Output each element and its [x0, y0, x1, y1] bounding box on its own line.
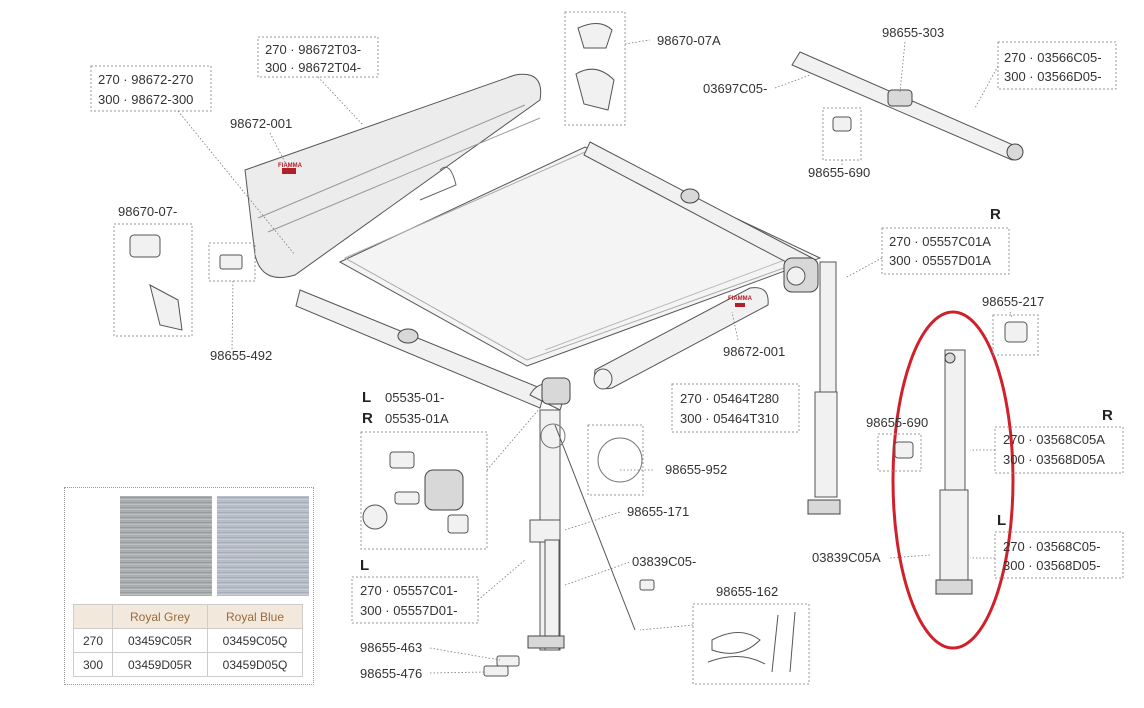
label-03568c05: 270 · 03568C05- [1003, 539, 1101, 554]
cassette-cover-top [244, 73, 542, 278]
table-cell: 03459D05R [112, 652, 208, 677]
table-cell: 03459C05R [112, 628, 208, 653]
side-l-bottom: L [360, 557, 369, 574]
label-03839c05a: 03839C05A [812, 550, 881, 565]
label-98670-07: 98670-07- [118, 204, 177, 219]
label-98655-476: 98655-476 [360, 666, 422, 681]
label-03839c05: 03839C05- [632, 554, 696, 569]
table-header-cell: Royal Blue [207, 604, 303, 629]
front-leg-left [527, 377, 636, 651]
table-header-cell: Royal Grey [112, 604, 208, 629]
side-r-right: R [1102, 407, 1113, 424]
swatch-royal-grey [120, 496, 212, 596]
label-98672-001-mid: 98672-001 [723, 344, 785, 359]
label-98672-270: 270 · 98672-270 [98, 72, 193, 87]
label-03568d05a: 300 · 03568D05A [1003, 452, 1105, 467]
table-cell: 270 [73, 628, 113, 653]
label-98655-171: 98655-171 [627, 504, 689, 519]
side-l-right: L [997, 512, 1006, 529]
table-row: 300 03459D05R 03459D05Q [73, 652, 303, 677]
label-05535-01: 05535-01- [385, 390, 444, 405]
label-98670-07a: 98670-07A [657, 33, 721, 48]
front-leg-right [783, 257, 841, 515]
brand-mark-tube: FIAMMA [728, 296, 753, 302]
part-labels: FIAMMA FIAMMA 98670-07A 98655-303 03697C… [98, 25, 1113, 681]
label-98655-690-mid: 98655-690 [866, 415, 928, 430]
label-98655-492: 98655-492 [210, 348, 272, 363]
side-r-top: R [990, 206, 1001, 223]
table-cell: 03459C05Q [207, 628, 303, 653]
label-03568d05: 300 · 03568D05- [1003, 558, 1101, 573]
label-03697c05: 03697C05- [703, 81, 767, 96]
side-l-mid: L [362, 389, 371, 406]
fabric-codes-table: Royal Grey Royal Blue 270 03459C05R 0345… [73, 604, 303, 677]
table-cell: 03459D05Q [207, 652, 303, 677]
table-row: 270 03459C05R 03459C05Q [73, 628, 303, 653]
label-98655-162: 98655-162 [716, 584, 778, 599]
table-header-cell [73, 604, 113, 629]
roller-tube [593, 287, 769, 390]
label-98655-303: 98655-303 [882, 25, 944, 40]
table-header-row: Royal Grey Royal Blue [73, 604, 303, 629]
label-98655-217: 98655-217 [982, 294, 1044, 309]
label-03566c05: 270 · 03566C05- [1004, 50, 1102, 65]
side-r-mid: R [362, 410, 373, 427]
label-98655-690-top: 98655-690 [808, 165, 870, 180]
leader-lines [177, 39, 1013, 674]
label-05557d01: 300 · 05557D01- [360, 603, 458, 618]
label-05557c01: 270 · 05557C01- [360, 583, 458, 598]
label-98672t03: 270 · 98672T03- [265, 42, 361, 57]
highlight-ellipse [891, 310, 1015, 650]
label-98672t04: 300 · 98672T04- [265, 60, 361, 75]
exploded-leg [935, 349, 973, 595]
label-98655-463: 98655-463 [360, 640, 422, 655]
brand-mark-cover: FIAMMA [278, 163, 303, 169]
label-98655-952: 98655-952 [665, 462, 727, 477]
label-05464t280: 270 · 05464T280 [680, 391, 779, 406]
label-98672-300: 300 · 98672-300 [98, 92, 193, 107]
small-parts [129, 23, 1028, 677]
label-03566d05: 300 · 03566D05- [1004, 69, 1102, 84]
label-98672-001-top: 98672-001 [230, 116, 292, 131]
label-05464t310: 300 · 05464T310 [680, 411, 779, 426]
label-05535-01a: 05535-01A [385, 411, 449, 426]
label-boxes [90, 11, 1124, 685]
label-03568c05a: 270 · 03568C05A [1003, 432, 1105, 447]
label-05557d01a: 300 · 05557D01A [889, 253, 991, 268]
table-cell: 300 [73, 652, 113, 677]
swatch-royal-blue [217, 496, 309, 596]
top-rail [791, 51, 1024, 161]
fabric-options-panel: Royal Grey Royal Blue 270 03459C05R 0345… [64, 487, 314, 685]
label-05557c01a: 270 · 05557C01A [889, 234, 991, 249]
